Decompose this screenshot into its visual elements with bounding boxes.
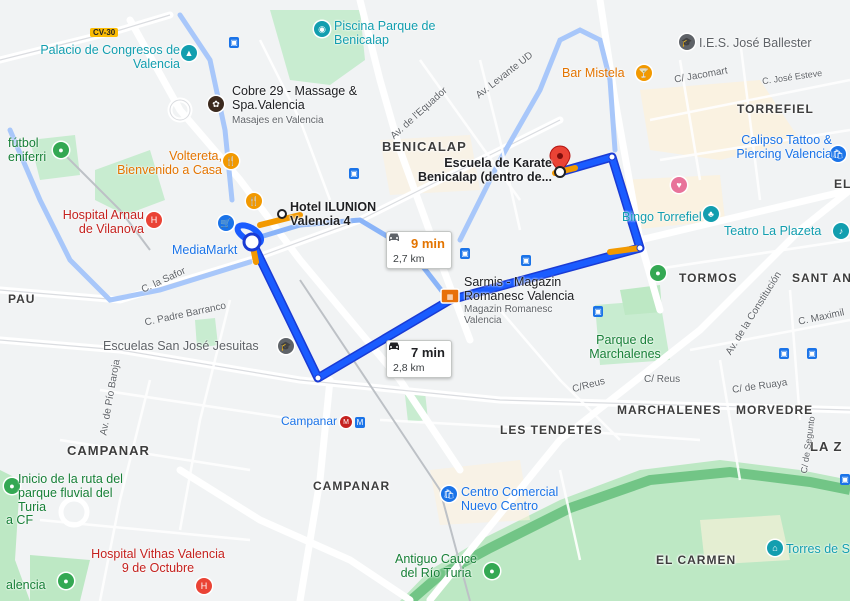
stadium-icon[interactable]: ● (58, 573, 74, 589)
casino-icon[interactable]: ♣ (703, 206, 719, 222)
alternate-route-time: 9 min (411, 236, 445, 251)
shop-icon[interactable]: 🛍 (830, 146, 846, 162)
district-pau: PAU (8, 292, 36, 306)
district-el: EL (834, 177, 850, 191)
poi-cobre-subtitle: Masajes en Valencia (232, 114, 324, 126)
bus-stop-icon[interactable]: ▣ (779, 348, 789, 359)
bus-stop-icon[interactable]: ▣ (840, 474, 850, 485)
poi-palacio[interactable]: Palacio de Congresos de Valencia (40, 43, 180, 71)
poi-torres[interactable]: Torres de S (786, 542, 850, 556)
bus-stop-icon[interactable]: ▣ (460, 248, 470, 259)
bar-icon[interactable]: 🍸 (636, 65, 652, 81)
primary-route-distance: 2,8 km (393, 362, 425, 374)
district-torrefiel: TORREFIEL (737, 102, 814, 116)
poi-piscina[interactable]: Piscina Parque de Benicalap (334, 19, 436, 47)
poi-cobre-title: Cobre 29 - Massage & Spa.Valencia (232, 84, 358, 112)
poi-calipso[interactable]: Calipso Tattoo & Piercing Valencia (736, 133, 832, 161)
shopping-cart-icon[interactable]: 🛒 (218, 215, 234, 231)
district-benicalap: BENICALAP (382, 139, 467, 154)
bus-stop-icon[interactable]: ▣ (593, 306, 603, 317)
park-icon[interactable]: ● (484, 563, 500, 579)
district-les-tendetes: LES TENDETES (500, 423, 603, 437)
poi-centro-comercial[interactable]: Centro Comercial Nuevo Centro (461, 485, 559, 513)
hospital-icon[interactable]: H (146, 212, 162, 228)
street-reus-b: C/ Reus (644, 374, 681, 385)
district-campanar-center: CAMPANAR (313, 479, 391, 493)
poi-cobre[interactable]: Cobre 29 - Massage & Spa.Valencia Masaje… (232, 84, 372, 126)
alternate-route-distance: 2,7 km (393, 253, 425, 265)
metro-icon[interactable]: M (340, 416, 352, 428)
hospital-icon-2[interactable]: H (196, 578, 212, 594)
poi-sarmis-title: Sarmis - Magazin Romanesc Valencia (464, 275, 575, 303)
alternate-route-box[interactable]: 9 min 2,7 km (386, 231, 452, 269)
district-el-carmen: EL CARMEN (656, 553, 737, 567)
school-icon-2[interactable]: 🎓 (278, 338, 294, 354)
primary-route (234, 152, 645, 383)
district-sant-an: SANT AN (792, 271, 850, 285)
school-icon[interactable]: 🎓 (679, 34, 695, 50)
primary-route-time: 7 min (411, 345, 445, 360)
heart-icon: ♥ (671, 177, 687, 193)
district-tormos: TORMOS (679, 271, 738, 285)
park-pin-icon[interactable]: ● (650, 265, 666, 281)
poi-inicio-turia[interactable]: Inicio de la ruta del parque fluvial del… (18, 472, 123, 514)
poi-teatro[interactable]: Teatro La Plazeta (724, 224, 822, 238)
district-morvedre: MORVEDRE (736, 403, 814, 417)
turia-park (400, 460, 850, 601)
poi-voltereta[interactable]: Voltereta, Bienvenido a Casa (117, 149, 222, 177)
poi-escuela-karate[interactable]: Escuela de Karate Benicalap (dentro de..… (417, 156, 552, 184)
location-pin-icon (549, 145, 571, 173)
monument-icon[interactable]: ⌂ (767, 540, 783, 556)
poi-futbol[interactable]: fútbol eniferri (8, 136, 47, 164)
poi-hotel[interactable]: Hotel ILUNION Valencia 4 (290, 200, 377, 228)
poi-bar-mistela[interactable]: Bar Mistela (562, 66, 625, 80)
shopping-bag-icon[interactable]: 🛍 (441, 486, 457, 502)
poi-ies[interactable]: I.E.S. José Ballester (699, 36, 812, 50)
poi-escuelas-sj[interactable]: Escuelas San José Jesuitas (103, 339, 259, 353)
bus-stop-icon[interactable]: ▣ (229, 37, 239, 48)
restaurant-icon[interactable]: 🍴 (223, 153, 239, 169)
car-icon (389, 233, 407, 249)
poi-antiguo-cauce[interactable]: Antiguo Cauce del Río Turia (394, 552, 477, 580)
park-benicalap (270, 10, 365, 85)
park-marchalenes (595, 300, 670, 365)
trail-icon[interactable]: ● (4, 478, 20, 494)
poi-valencia-cf[interactable]: a CF (6, 513, 34, 527)
primary-route-box[interactable]: 7 min 2,8 km (386, 340, 452, 378)
pool-icon[interactable]: ◉ (314, 21, 330, 37)
district-campanar-west: CAMPANAR (67, 443, 150, 458)
theater-icon[interactable]: ♪ (833, 223, 849, 239)
poi-sarmis-subtitle: Magazin Romanesc Valencia (464, 303, 553, 326)
road-shield-cv30: CV-30 (90, 28, 119, 37)
poi-bingo[interactable]: Bingo Torrefiel (622, 210, 702, 224)
poi-campanar-metro[interactable]: Campanar (281, 414, 338, 428)
poi-mediamarkt[interactable]: MediaMarkt (172, 243, 238, 257)
poi-hospital-vithas[interactable]: Hospital Vithas Valencia 9 de Octubre (91, 547, 225, 575)
svg-text:▦: ▦ (447, 294, 454, 301)
car-icon (389, 342, 407, 358)
district-marchalenes: MARCHALENES (617, 403, 722, 417)
district-la-z: LA Z (810, 439, 843, 454)
restaurant-icon-2[interactable]: 🍴 (246, 193, 262, 209)
poi-valencia-left[interactable]: alencia (6, 578, 46, 592)
bus-stop-icon[interactable]: ▣ (807, 348, 817, 359)
poi-parque-marchalenes[interactable]: Parque de Marchalenes (589, 333, 661, 361)
poi-sarmis[interactable]: Sarmis - Magazin Romanesc Valencia Magaz… (464, 275, 594, 326)
convention-center-icon[interactable]: ▲ (181, 45, 197, 61)
sports-field-icon[interactable]: ● (53, 142, 69, 158)
poi-hospital-arnau[interactable]: Hospital Arnau de Vilanova (62, 208, 144, 236)
bus-stop-icon[interactable]: ▣ (521, 255, 531, 266)
bus-stop-icon[interactable]: ▣ (349, 168, 359, 179)
spa-icon[interactable]: ✿ (208, 96, 224, 112)
metro-station-icon[interactable]: M (355, 417, 365, 428)
